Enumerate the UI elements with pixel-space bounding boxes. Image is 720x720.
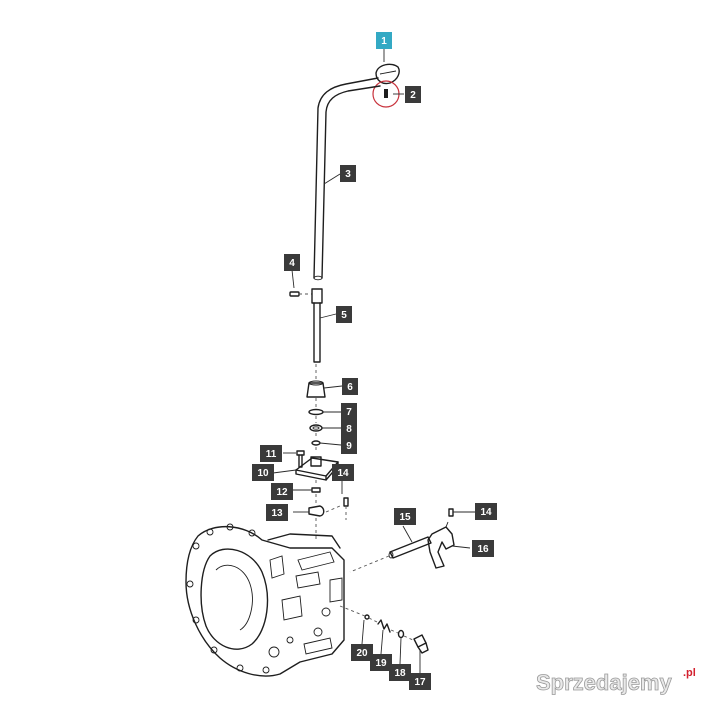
part-plug-17	[413, 634, 429, 654]
svg-text:1: 1	[381, 36, 387, 47]
callout-20: 20	[351, 644, 373, 661]
callout-8: 8	[341, 420, 357, 437]
callout-2: 2	[405, 86, 421, 103]
svg-text:3: 3	[345, 169, 351, 180]
callout-19: 19	[370, 654, 392, 671]
callout-15: 15	[394, 508, 416, 525]
axis-line-plug	[339, 605, 414, 641]
callout-5: 5	[336, 306, 352, 323]
svg-text:11: 11	[266, 449, 277, 460]
watermark-suffix: .pl	[683, 667, 696, 679]
svg-text:6: 6	[347, 382, 353, 393]
part-pin-14a	[343, 497, 349, 507]
axis-line-lower	[315, 480, 347, 540]
callout-11: 11	[260, 445, 282, 462]
svg-text:2: 2	[410, 90, 416, 101]
svg-text:12: 12	[276, 487, 288, 498]
callout-16: 16	[472, 540, 494, 557]
svg-text:14: 14	[480, 507, 492, 518]
callout-6: 6	[342, 378, 358, 395]
svg-text:16: 16	[477, 544, 489, 555]
callout-14-right: 14	[475, 503, 497, 520]
callout-7: 7	[341, 403, 357, 420]
part-washer-7	[308, 408, 324, 416]
part-shifter-13	[308, 505, 325, 517]
part-washer-18	[397, 629, 405, 639]
watermark-text: Sprzedajemy	[536, 670, 672, 695]
callout-18: 18	[389, 664, 411, 681]
part-shift-fork	[427, 521, 455, 569]
part-pin-14b	[448, 508, 454, 517]
svg-text:14: 14	[337, 468, 349, 479]
part-pin-4	[289, 291, 312, 297]
part-lever-rod	[313, 77, 381, 281]
part-gearbox-housing	[185, 523, 345, 677]
svg-text:19: 19	[375, 658, 387, 669]
svg-text:10: 10	[257, 468, 269, 479]
part-spring-12	[311, 487, 321, 493]
svg-text:9: 9	[346, 441, 352, 452]
svg-text:4: 4	[289, 258, 295, 269]
leader-lines	[272, 48, 475, 674]
callout-10: 10	[252, 464, 274, 481]
watermark: Sprzedajemy .pl	[536, 667, 696, 695]
callout-9: 9	[341, 437, 357, 454]
callout-3: 3	[340, 165, 356, 182]
svg-text:18: 18	[394, 668, 406, 679]
callout-1: 1	[376, 32, 392, 49]
callout-14-upper: 14	[332, 464, 354, 481]
part-spring-9	[311, 440, 321, 446]
callout-12: 12	[271, 483, 293, 500]
svg-text:17: 17	[414, 677, 426, 688]
callout-17: 17	[409, 673, 431, 690]
callout-4: 4	[284, 254, 300, 271]
svg-text:15: 15	[399, 512, 411, 523]
callout-13: 13	[266, 504, 288, 521]
svg-text:20: 20	[356, 648, 368, 659]
part-ball-20	[364, 614, 370, 620]
part-lower-lever	[311, 288, 323, 363]
svg-text:5: 5	[341, 310, 347, 321]
part-sleeve	[306, 380, 326, 398]
part-spring-19	[377, 619, 391, 633]
svg-text:8: 8	[346, 424, 352, 435]
part-o-ring-8	[309, 424, 323, 432]
svg-text:13: 13	[271, 508, 283, 519]
svg-text:7: 7	[346, 407, 352, 418]
part-shift-rail	[349, 536, 432, 573]
